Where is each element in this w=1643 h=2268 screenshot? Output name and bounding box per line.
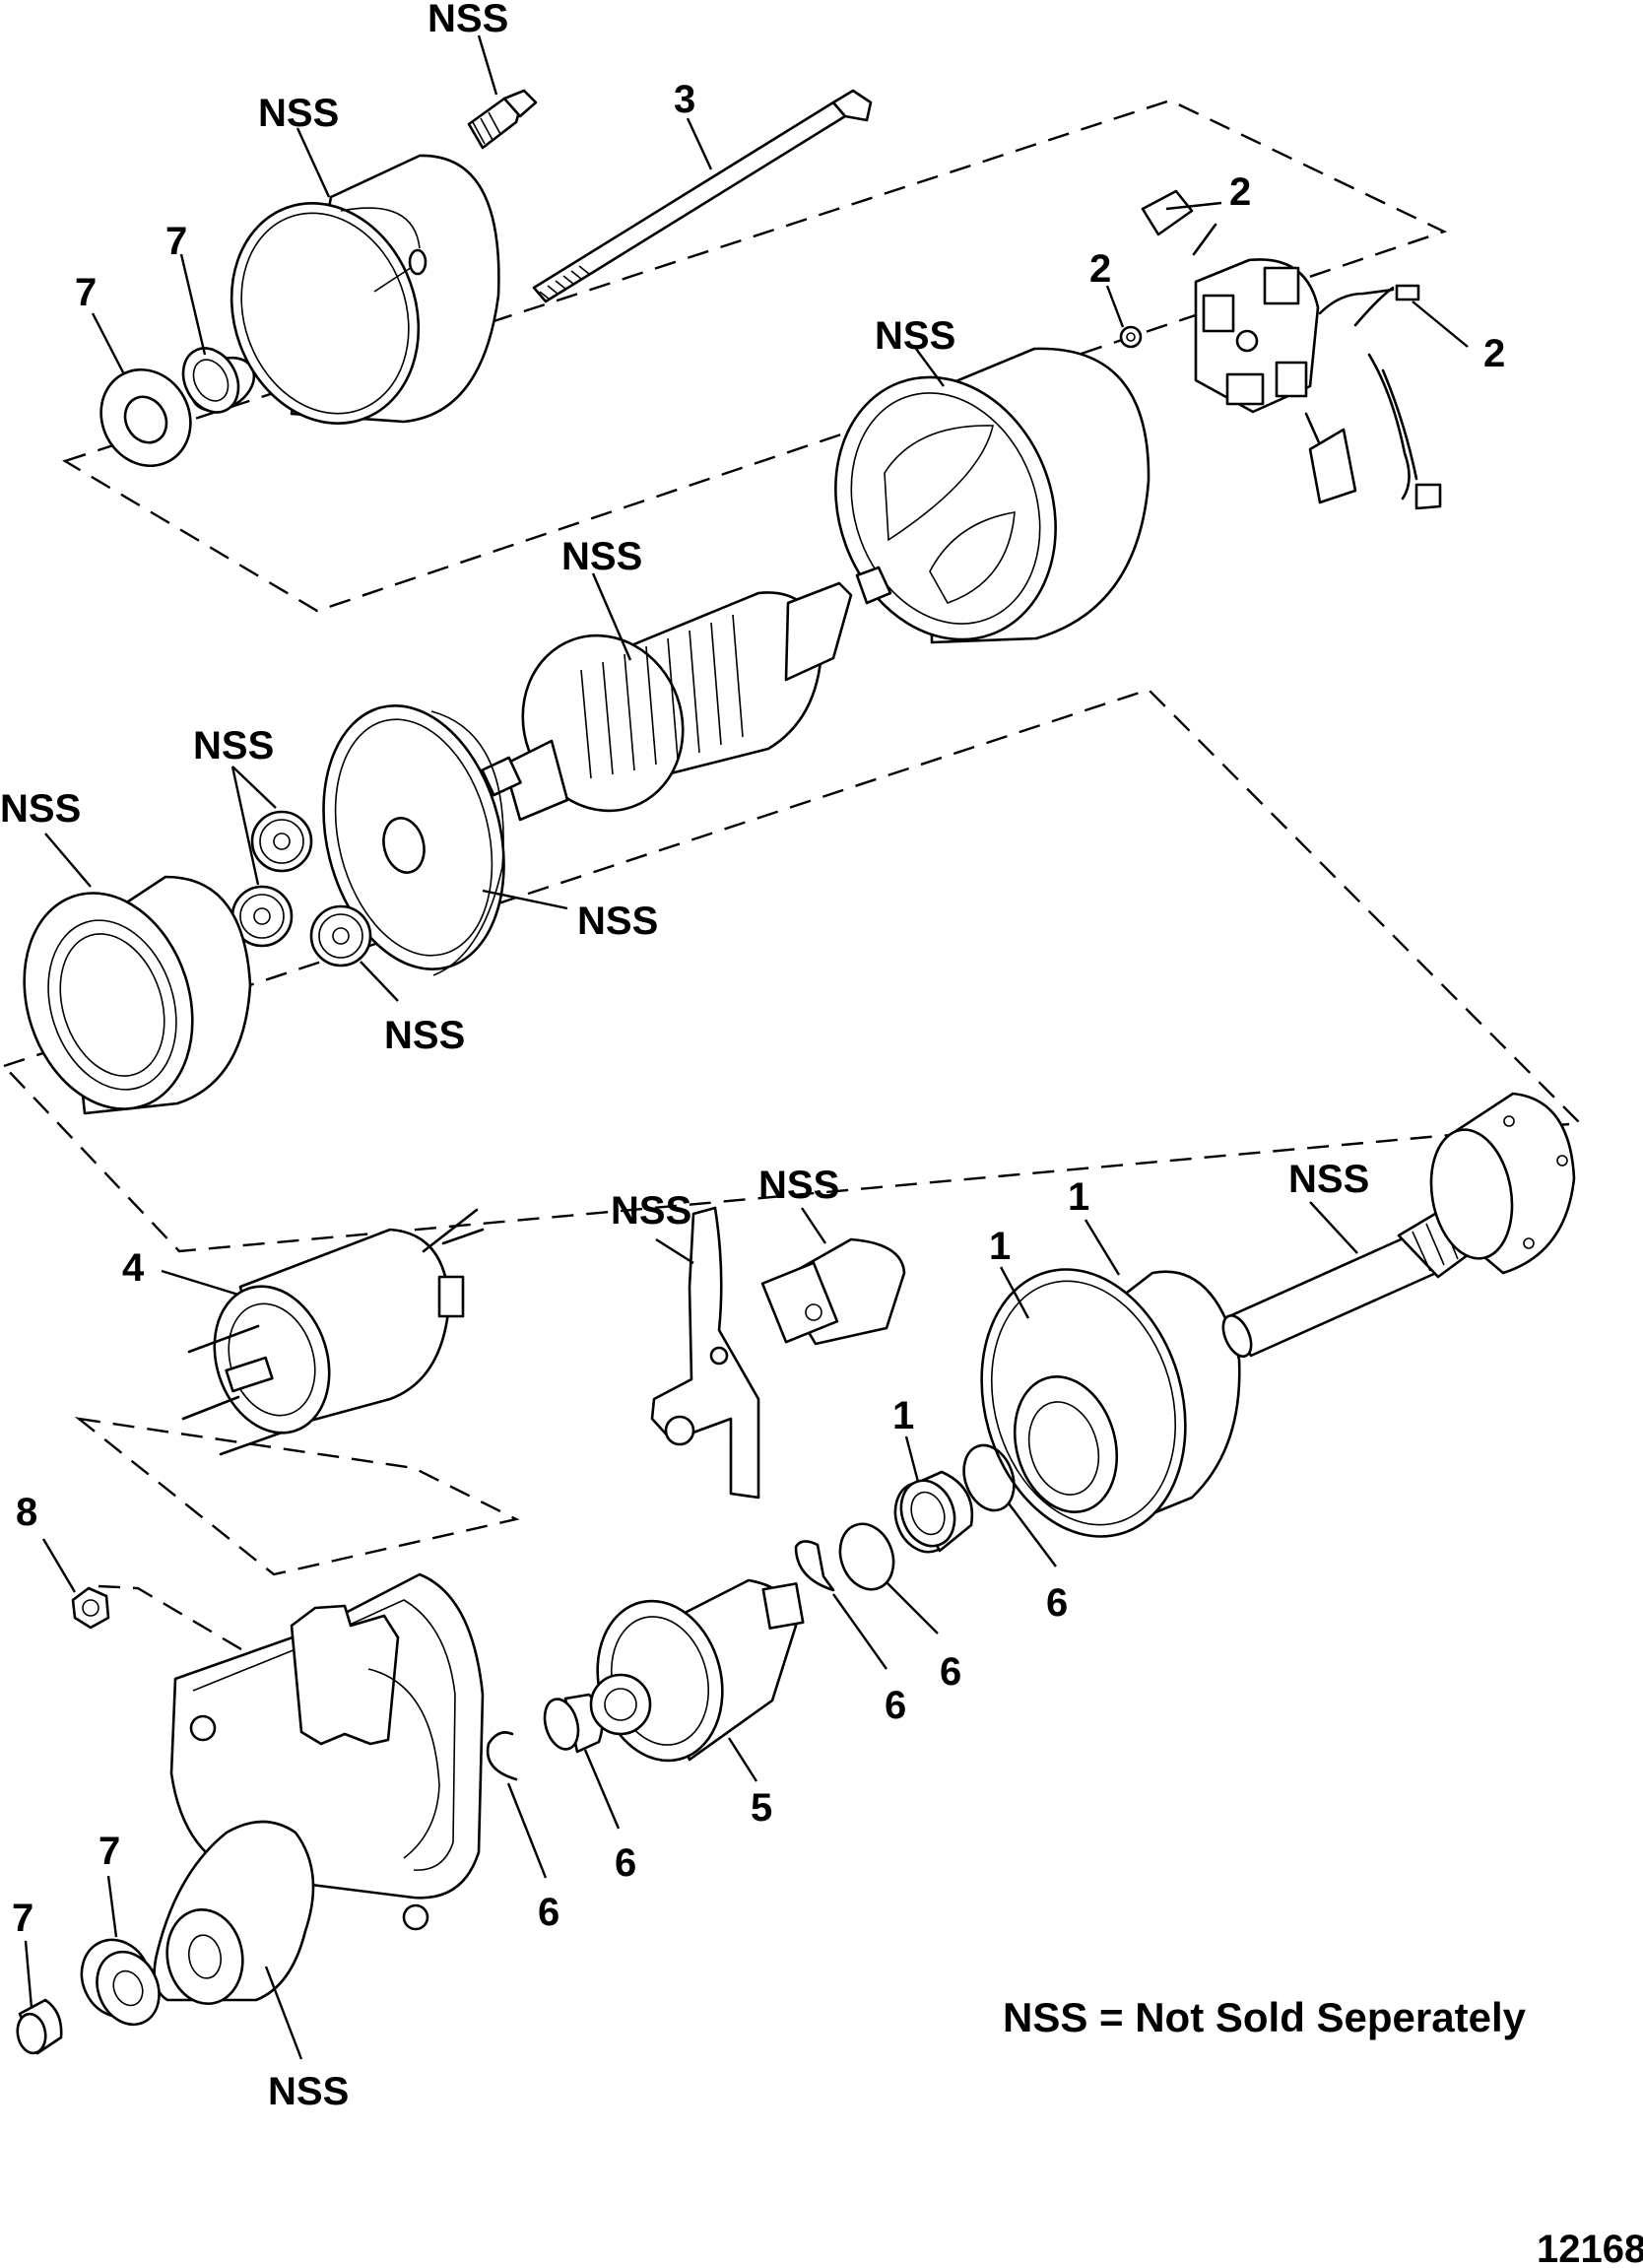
leader-nss-plate <box>482 889 568 910</box>
planet-gear-upper <box>250 810 313 873</box>
dashed-group-middle <box>1 688 1583 1253</box>
washer-part <box>99 367 192 468</box>
label-7c: 7 <box>99 1830 120 1873</box>
pinion-clutch-part <box>589 1578 805 1763</box>
leader-2a <box>1165 201 1222 211</box>
label-6a: 6 <box>1046 1581 1068 1625</box>
planet-gear-right <box>309 904 372 967</box>
label-1c: 1 <box>892 1394 914 1437</box>
leader-nss-gears-a <box>231 766 277 809</box>
label-6e: 6 <box>538 1891 559 1934</box>
leader-1b <box>1084 1219 1121 1276</box>
label-nss-plunger: NSS <box>758 1164 839 1207</box>
label-7d: 7 <box>12 1897 33 1940</box>
brush-holder-part <box>1119 189 1442 510</box>
leader-1a <box>999 1266 1030 1319</box>
leader-5 <box>727 1737 758 1782</box>
washer-7-lower <box>80 1938 161 2027</box>
leader-nss-lever <box>655 1237 694 1265</box>
label-6b: 6 <box>940 1650 961 1694</box>
label-2c: 2 <box>1483 332 1505 375</box>
label-nss-gears: NSS <box>193 724 274 767</box>
leader-7a <box>179 253 207 356</box>
bushing-7-lower <box>16 1998 63 2055</box>
nut-part <box>71 1586 110 1630</box>
shift-lever-part <box>650 1206 760 1500</box>
drive-housing-part <box>980 1268 1241 1538</box>
leader-nss-plunger <box>801 1207 826 1244</box>
leader-6e <box>506 1782 548 1879</box>
label-3: 3 <box>674 78 695 121</box>
field-yoke-part <box>834 347 1150 644</box>
label-nss-armature: NSS <box>561 535 642 578</box>
label-nss-shaft: NSS <box>1288 1158 1369 1201</box>
leader-6c <box>832 1593 887 1670</box>
leader-nss-ring <box>44 833 92 888</box>
leader-nss-shaft <box>1309 1201 1358 1254</box>
leader-7d <box>24 1940 33 2009</box>
pinion-shaft-part <box>1221 1092 1576 1358</box>
washer-6-middle <box>838 1522 895 1591</box>
solenoid-part <box>181 1208 485 1456</box>
label-nss-plate: NSS <box>577 900 658 943</box>
label-nss-cover: NSS <box>258 92 339 135</box>
leader-1c <box>904 1435 920 1483</box>
leader-nss-screw <box>477 34 498 96</box>
label-2a: 2 <box>1229 170 1251 214</box>
e-clip-part <box>794 1540 835 1592</box>
leader-6a <box>1008 1502 1057 1568</box>
leader-8 <box>41 1538 77 1593</box>
label-nss-lever: NSS <box>611 1189 691 1233</box>
snap-ring-part <box>486 1731 518 1781</box>
plunger-part <box>760 1237 906 1346</box>
leader-nss-armature <box>591 572 632 661</box>
label-1b: 1 <box>1068 1175 1089 1219</box>
label-5: 5 <box>751 1786 772 1830</box>
leader-nss-housing <box>264 1966 303 2060</box>
label-1a: 1 <box>989 1225 1011 1268</box>
leader-3 <box>686 117 713 170</box>
dashed-leader-nut <box>98 1584 269 1667</box>
leader-4 <box>161 1269 239 1297</box>
leader-6d <box>583 1749 621 1830</box>
leader-2b <box>1105 285 1125 328</box>
figure-number: 12168 <box>1537 2228 1643 2268</box>
front-housing-part <box>153 1572 485 2006</box>
label-7b: 7 <box>75 271 97 314</box>
dashed-group-solenoid <box>74 1417 520 1576</box>
label-6c: 6 <box>885 1684 906 1727</box>
screw-part <box>467 89 538 150</box>
leader-7b <box>91 312 126 375</box>
label-8: 8 <box>16 1491 37 1534</box>
rear-cover-part <box>230 154 500 425</box>
through-bolt-part <box>532 89 873 303</box>
armature-part <box>481 566 892 822</box>
label-2b: 2 <box>1089 247 1111 291</box>
label-6d: 6 <box>615 1841 636 1885</box>
leader-nss-gears-b <box>230 766 260 886</box>
washer-6-right <box>962 1443 1016 1512</box>
leader-nss-yoke <box>915 348 945 387</box>
label-nss-screw: NSS <box>427 0 508 40</box>
leader-nss-gear-r <box>360 961 399 1002</box>
dashed-group-top <box>62 99 1448 613</box>
label-nss-housing: NSS <box>268 2070 349 2113</box>
label-7a: 7 <box>165 220 187 263</box>
bushing-1-part <box>893 1470 974 1554</box>
carrier-plate-part <box>322 704 505 976</box>
label-4: 4 <box>122 1246 145 1290</box>
ring-gear-part <box>23 875 252 1115</box>
legend-text: NSS = Not Sold Seperately <box>1003 1994 1527 2040</box>
leader-6b <box>886 1581 939 1634</box>
label-nss-yoke: NSS <box>875 314 955 358</box>
leader-7c <box>106 1875 118 1938</box>
label-nss-ring: NSS <box>0 787 81 831</box>
label-nss-gear-r: NSS <box>384 1014 465 1057</box>
bushing-part <box>181 347 256 414</box>
leader-nss-cover <box>296 127 331 198</box>
leader-2c <box>1412 300 1469 348</box>
